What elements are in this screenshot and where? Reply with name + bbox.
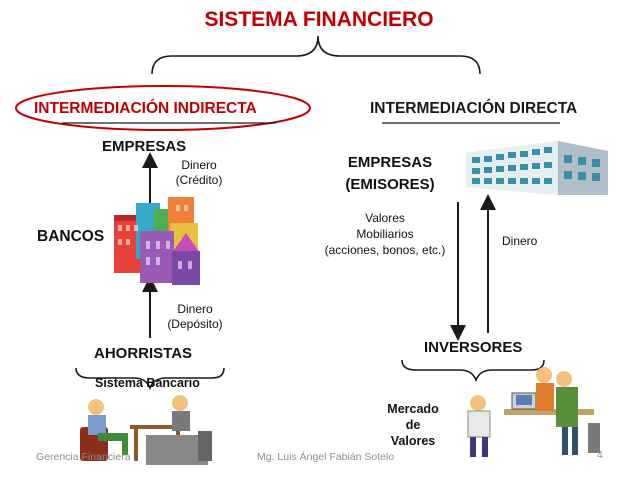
indirect-header: INTERMEDIACIÓN INDIRECTA xyxy=(34,100,257,117)
investors-office-icon xyxy=(467,367,600,457)
inversores-brace xyxy=(401,359,545,383)
page-number: 4 xyxy=(597,449,603,461)
bank-meeting-icon xyxy=(80,395,212,465)
bancos-label: BANCOS xyxy=(37,228,105,245)
dinero-deposito-label: Dinero(Depósito) xyxy=(167,302,223,331)
sistema-bancario-label: Sistema Bancario xyxy=(95,376,200,390)
dinero-label: Dinero xyxy=(502,234,538,248)
direct-header: INTERMEDIACIÓN DIRECTA xyxy=(370,100,578,117)
bank-buildings-icon xyxy=(114,197,200,285)
top-brace xyxy=(151,35,481,75)
empresas-emisores-label: EMPRESAS(EMISORES) xyxy=(345,154,435,193)
page-title: SISTEMA FINANCIERO xyxy=(204,8,434,31)
office-building-icon xyxy=(466,141,608,195)
dinero-credito-label: Dinero(Crédito) xyxy=(175,158,223,187)
footer-author: Mg. Luis Ángel Fabián Sotelo xyxy=(257,451,395,463)
inversores-label: INVERSORES xyxy=(424,339,523,356)
footer-course: Gerencia Financiera xyxy=(36,451,131,463)
ahorristas-label: AHORRISTAS xyxy=(94,345,193,362)
highlight-ellipse xyxy=(15,85,311,131)
ahorristas-brace xyxy=(75,367,225,391)
empresas-label: EMPRESAS xyxy=(102,138,187,155)
